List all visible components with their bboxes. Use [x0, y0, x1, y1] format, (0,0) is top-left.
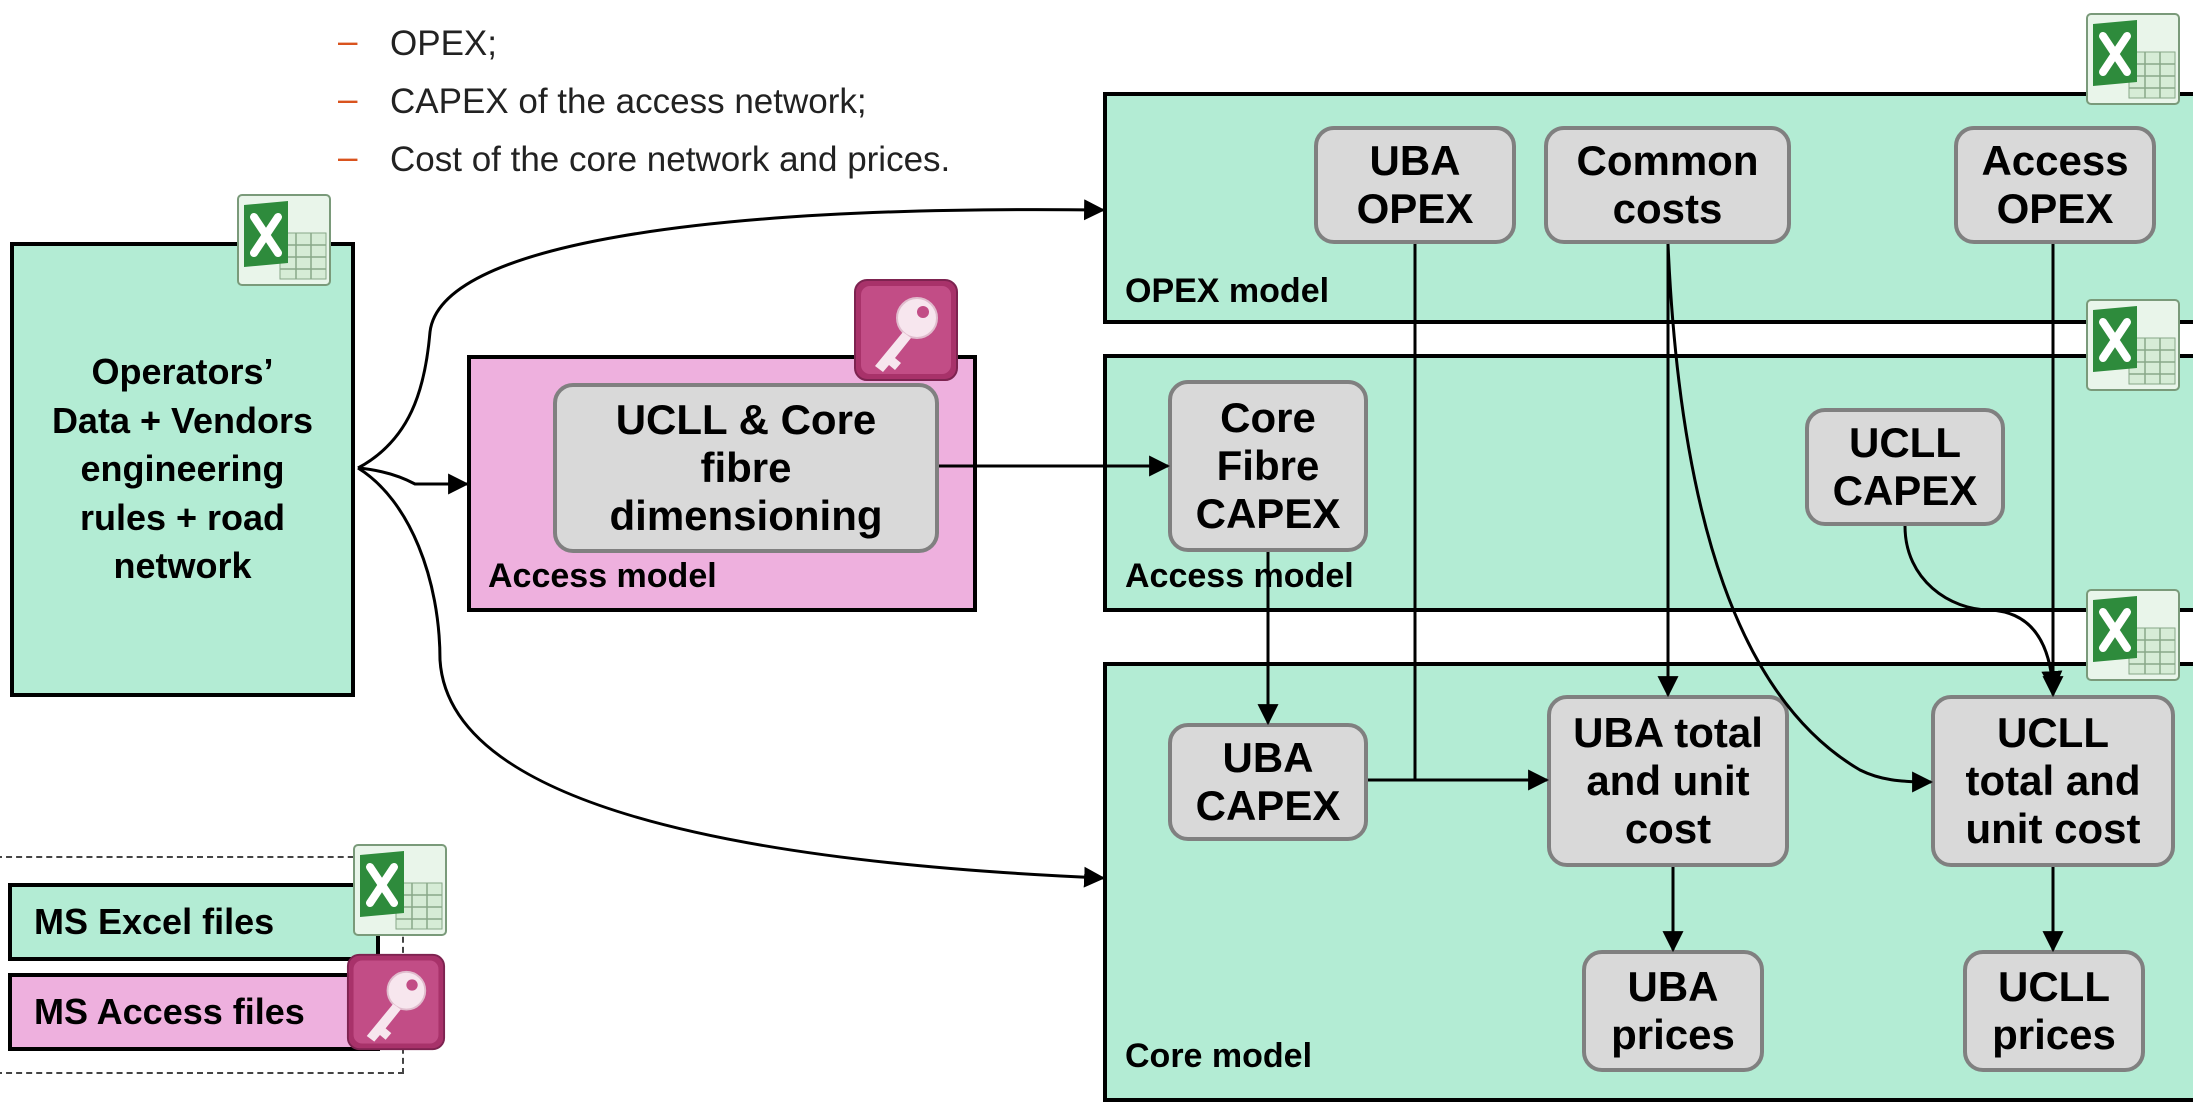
- uba-opex-box: UBA OPEX: [1314, 126, 1516, 244]
- excel-icon: [2086, 299, 2180, 391]
- common-costs-box: Common costs: [1544, 126, 1791, 244]
- uba-total-unit-cost-box: UBA total and unit cost: [1547, 695, 1789, 867]
- access-model-label: Access model: [1125, 557, 1354, 595]
- ucll-core-fibre-dimensioning-box: UCLL & Core fibre dimensioning: [553, 383, 939, 553]
- core-model-label: Core model: [1125, 1037, 1313, 1075]
- bullet-core-cost: Cost of the core network and prices.: [390, 140, 951, 179]
- bullet-opex: OPEX;: [390, 24, 497, 63]
- bullet-capex: CAPEX of the access network;: [390, 82, 867, 121]
- bullet-dash: –: [338, 138, 358, 177]
- access-key-icon: [854, 279, 958, 381]
- uba-capex-box: UBA CAPEX: [1168, 723, 1368, 841]
- access-db-panel-label: Access model: [488, 557, 717, 595]
- ucll-total-unit-cost-box: UCLL total and unit cost: [1931, 695, 2175, 867]
- opex-model-label: OPEX model: [1125, 272, 1330, 310]
- arrow-operators-to-opex: [357, 199, 1106, 470]
- ucll-capex-box: UCLL CAPEX: [1805, 408, 2005, 526]
- arrow-operators-to-access-db: [357, 466, 470, 495]
- operators-data-box: Operators’ Data + Vendors engineering ru…: [10, 242, 355, 697]
- excel-icon: [353, 844, 447, 936]
- excel-icon: [2086, 13, 2180, 105]
- arrow-operators-to-core: [357, 466, 1106, 888]
- legend-access-files: MS Access files: [8, 973, 380, 1051]
- excel-icon: [2086, 589, 2180, 681]
- excel-icon: [237, 194, 331, 286]
- legend-excel-files: MS Excel files: [8, 883, 380, 961]
- core-fibre-capex-box: Core Fibre CAPEX: [1168, 380, 1368, 552]
- access-opex-box: Access OPEX: [1954, 126, 2156, 244]
- bullet-dash: –: [338, 80, 358, 119]
- uba-prices-box: UBA prices: [1582, 950, 1764, 1072]
- arrow-ucll-capex-to-ucll-total: [1903, 525, 2063, 693]
- access-key-icon: [346, 953, 446, 1051]
- arrow-common-to-ucll-total: [1666, 243, 1934, 793]
- bullet-dash: –: [338, 22, 358, 61]
